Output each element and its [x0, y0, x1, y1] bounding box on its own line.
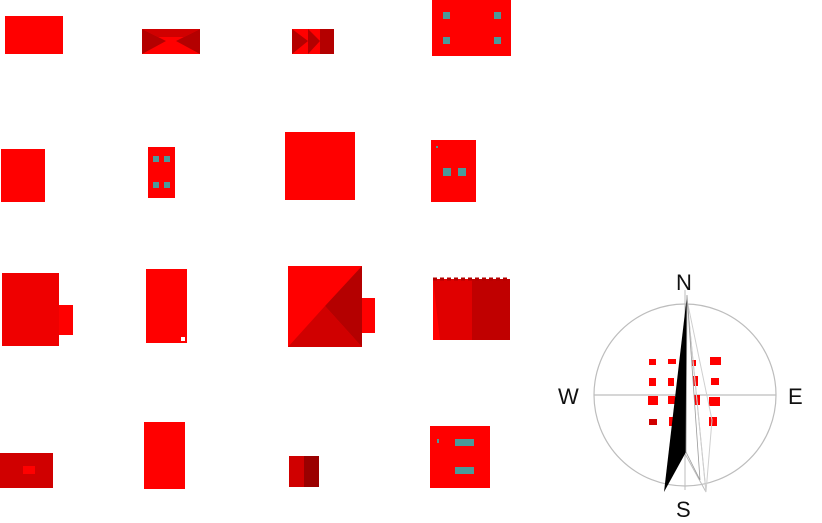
building-view-r3c4 — [433, 277, 510, 340]
building-view-r4c4 — [430, 426, 490, 488]
building-view-r4c2 — [144, 422, 185, 489]
compass-needle-light — [685, 294, 701, 481]
compass-north-label: N — [676, 270, 692, 295]
building-view-r2c1 — [1, 149, 45, 202]
building-view-r1c2 — [142, 29, 200, 54]
building-view-r3c2 — [146, 269, 187, 343]
building-view-r2c3 — [285, 132, 355, 200]
building-view-r2c4 — [431, 140, 476, 202]
compass-east-label: E — [788, 384, 803, 409]
compass-needle-shadow-right — [686, 299, 713, 493]
building-view-r1c3 — [292, 29, 334, 54]
building-view-r1c1 — [5, 16, 63, 54]
building-view-r1c4 — [432, 0, 511, 56]
compass-south-label: S — [676, 497, 691, 522]
compass-west-label: W — [558, 384, 579, 409]
compass: N S E W — [558, 270, 803, 522]
compass-needle — [664, 295, 687, 492]
building-view-r2c2 — [148, 147, 175, 198]
building-view-r4c1 — [0, 453, 53, 488]
building-view-r4c3 — [289, 456, 319, 487]
building-view-r3c3 — [288, 266, 375, 347]
building-view-r3c1 — [2, 273, 73, 346]
